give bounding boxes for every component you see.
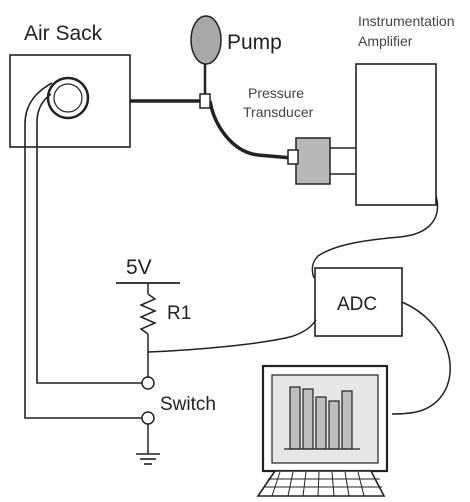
air-sack-coil-icon xyxy=(46,76,90,120)
resistor-icon xyxy=(139,293,157,335)
adc-box xyxy=(314,267,403,337)
supply-voltage-label: 5V xyxy=(126,256,152,279)
instrumentation-amplifier-label-line1: Instrumentation xyxy=(358,13,455,29)
tube-tee-joint xyxy=(199,93,211,109)
adc-to-computer-wire xyxy=(391,301,451,415)
adc-label: ADC xyxy=(337,294,377,315)
pump-bulb-icon xyxy=(190,15,222,65)
screen-bar-chart-icon xyxy=(284,386,360,450)
amp-to-adc-wire xyxy=(311,195,439,279)
pressure-transducer-label-line1: Pressure xyxy=(248,85,304,101)
pressure-transducer-icon xyxy=(287,137,358,185)
air-sack-lead-2 xyxy=(24,82,142,419)
air-sack-lead-1 xyxy=(36,93,142,384)
node-to-adc-wire xyxy=(147,319,317,353)
switch-terminal-bottom xyxy=(141,411,155,425)
computer-icon xyxy=(256,364,389,497)
instrumentation-amplifier-box xyxy=(355,63,437,206)
ground-icon xyxy=(136,424,160,465)
pump-label: Pump xyxy=(227,31,282,54)
resistor-label: R1 xyxy=(167,303,191,324)
keyboard-icon xyxy=(264,471,382,497)
switch-terminal-top xyxy=(141,376,155,390)
air-tube xyxy=(130,99,293,160)
pressure-transducer-label-line2: Transducer xyxy=(243,104,314,120)
air-sack-label: Air Sack xyxy=(24,22,103,45)
switch-label: Switch xyxy=(160,394,216,415)
instrumentation-amplifier-label-line2: Amplifier xyxy=(358,33,413,49)
